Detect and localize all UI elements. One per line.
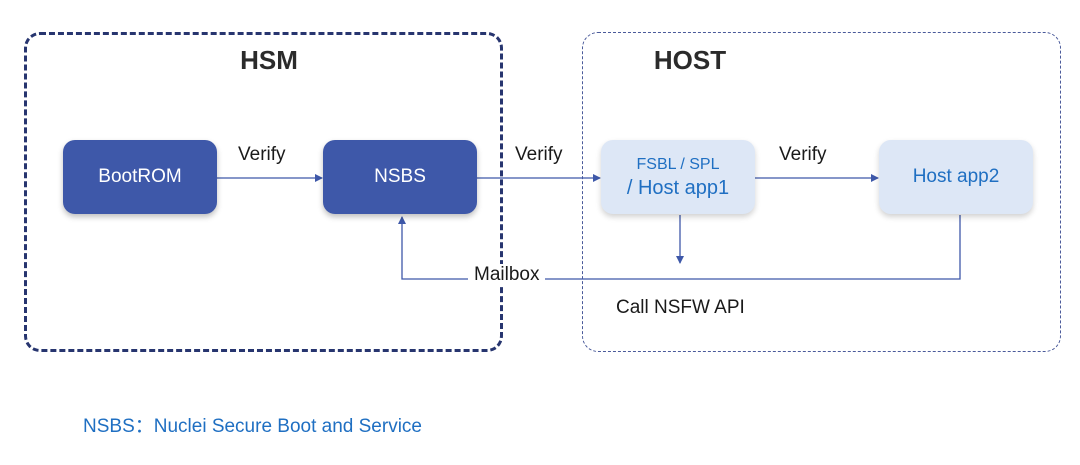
host-region xyxy=(582,32,1061,352)
mailbox-label: Mailbox xyxy=(468,264,546,286)
mailbox-path xyxy=(398,215,961,280)
host-title: HOST xyxy=(653,45,727,75)
hostapp2-node: Host app2 xyxy=(879,140,1033,214)
footnote: NSBS：Nuclei Secure Boot and Service xyxy=(83,416,422,437)
verify-label-1: Verify xyxy=(238,144,286,165)
hsm-region xyxy=(24,32,503,352)
verify-label-2: Verify xyxy=(515,144,563,165)
hsm-title: HSM xyxy=(240,45,298,75)
fsbl-label-line2: / Host app1 xyxy=(626,177,730,199)
nsbs-label: NSBS xyxy=(374,166,426,187)
verify-label-3: Verify xyxy=(779,144,827,165)
nsbs-node: NSBS xyxy=(323,140,477,214)
call-api-label: Call NSFW API xyxy=(616,297,745,318)
fsbl-node: FSBL / SPL / Host app1 xyxy=(601,140,755,214)
fsbl-label-line1: FSBL / SPL xyxy=(636,156,720,173)
bootrom-node: BootROM xyxy=(63,140,217,214)
bootrom-label: BootROM xyxy=(98,166,182,187)
hostapp2-label: Host app2 xyxy=(912,166,1000,187)
